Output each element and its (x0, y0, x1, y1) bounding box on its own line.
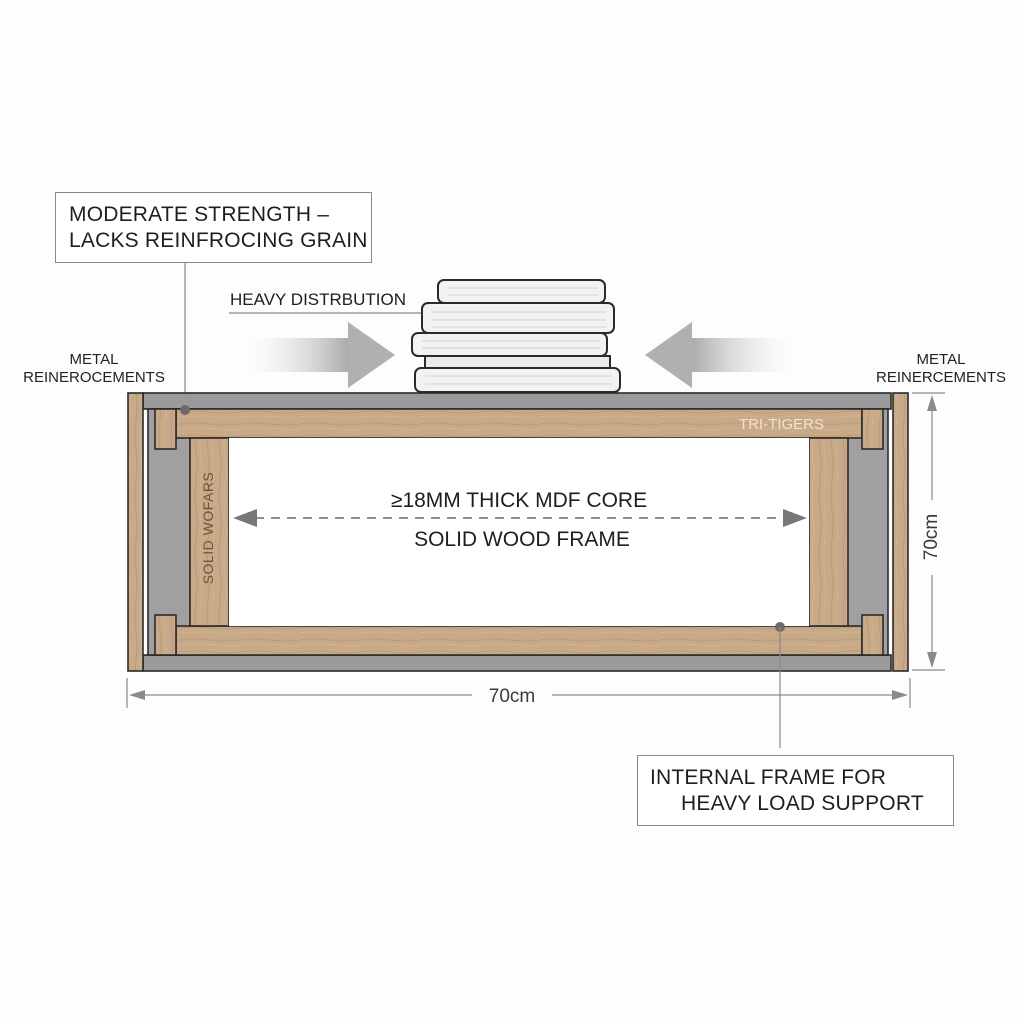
bottom-rail (175, 625, 863, 656)
core-width-arrow (233, 509, 807, 527)
metal-top-plate (142, 392, 892, 410)
book-stack-icon (411, 279, 621, 393)
top-rail-label: TRI-TIGERS (739, 416, 824, 433)
arrow-left-icon (645, 322, 805, 388)
table-frame (127, 392, 909, 672)
left-post-label: SOLID WOFARS (200, 471, 216, 585)
label-line-1: METAL (916, 351, 966, 368)
callout-line-2: LACKS REINFROCING GRAIN (69, 229, 368, 252)
height-dimension (912, 392, 945, 671)
callout-moderate-strength: MODERATE STRENGTH – LACKS REINFROCING GR… (55, 192, 372, 263)
core-thickness-label: ≥18MM THICK MDF CORE (390, 489, 648, 512)
right-inner-post (808, 437, 849, 627)
metal-right-panel (845, 408, 889, 656)
callout-line-1: INTERNAL FRAME FOR (650, 766, 887, 789)
width-dimension-label: 70cm (488, 686, 536, 707)
left-outer-leg (127, 392, 144, 672)
height-dimension-label: 70cm (921, 513, 942, 561)
metal-bottom-plate (142, 654, 892, 672)
right-outer-leg (892, 392, 909, 672)
metal-left-panel (147, 408, 191, 656)
callout-internal-frame: INTERNAL FRAME FOR HEAVY LOAD SUPPORT (637, 755, 954, 826)
label-line-1: METAL (69, 351, 119, 368)
label-line-2: REINEROCEMENTS (23, 369, 165, 386)
callout-line-2: HEAVY LOAD SUPPORT (681, 792, 924, 815)
heavy-distribution-label: HEAVY DISTRBUTION (230, 290, 407, 309)
metal-reinforcements-left-label: METAL REINEROCEMENTS (14, 351, 174, 387)
core-frame-label: SOLID WOOD FRAME (414, 528, 630, 551)
metal-reinforcements-right-label: METAL REINERCEMENTS (866, 351, 1016, 387)
label-line-2: REINERCEMENTS (875, 369, 1006, 386)
arrow-right-icon (235, 322, 395, 388)
width-dimension (126, 678, 911, 708)
left-inner-post (189, 437, 230, 627)
callout-line-1: MODERATE STRENGTH – (69, 203, 330, 226)
